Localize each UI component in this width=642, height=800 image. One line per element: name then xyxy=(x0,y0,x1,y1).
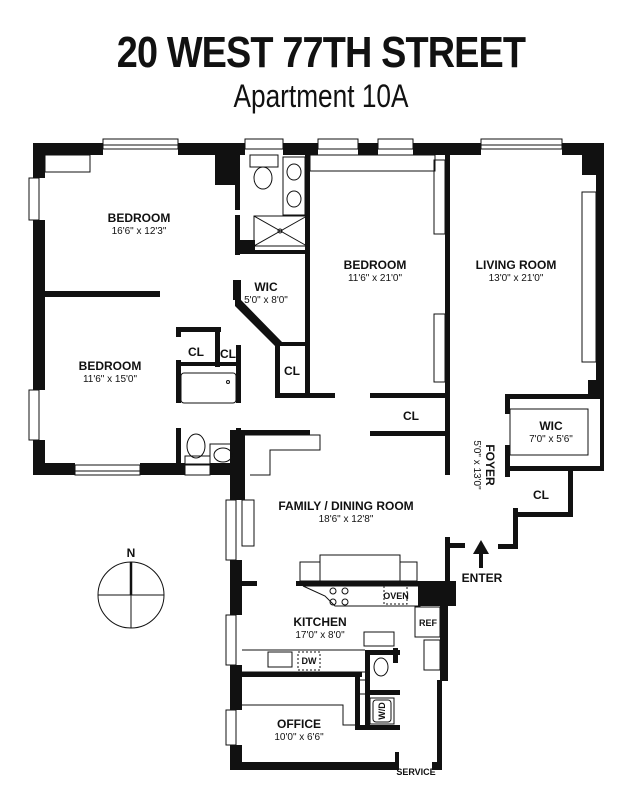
room-dims: 11'6" x 15'0" xyxy=(83,374,138,385)
room-name: BEDROOM xyxy=(108,211,171,225)
north-label: N xyxy=(127,546,136,560)
service-label: SERVICE xyxy=(396,767,435,777)
north-compass: N xyxy=(97,546,165,629)
room-name: OFFICE xyxy=(277,717,321,731)
room-name: LIVING ROOM xyxy=(476,258,557,272)
apartment-unit: Apartment 10A xyxy=(233,78,409,114)
room-dims: 10'0" x 6'6" xyxy=(274,732,324,743)
room-name: WIC xyxy=(539,419,563,433)
entry-arrow-icon xyxy=(473,540,489,568)
walls xyxy=(33,143,604,770)
closet-label: CL xyxy=(188,345,204,359)
room-name: FOYER xyxy=(483,444,497,486)
closet-label: CL xyxy=(533,488,549,502)
room-name: BEDROOM xyxy=(79,359,142,373)
closet-label: CL xyxy=(220,347,236,361)
windows xyxy=(28,138,563,746)
room-dims: 5'0" x 8'0" xyxy=(244,295,288,306)
enter-label: ENTER xyxy=(462,571,503,585)
room-dims: 13'0" x 21'0" xyxy=(489,273,544,284)
room-name: FAMILY / DINING ROOM xyxy=(278,499,413,513)
room-name: BEDROOM xyxy=(344,258,407,272)
room-dims: 16'6" x 12'3" xyxy=(112,226,167,237)
room-name: WIC xyxy=(254,280,278,294)
building-address: 20 WEST 77TH STREET xyxy=(116,28,526,77)
room-dims: 17'0" x 8'0" xyxy=(295,630,345,641)
refrigerator-label: REF xyxy=(419,618,438,628)
washer-dryer-label: W/D xyxy=(377,702,387,720)
room-dims: 5'0" x 13'0" xyxy=(471,440,482,490)
closet-label: CL xyxy=(284,364,300,378)
room-dims: 18'6" x 12'8" xyxy=(319,514,374,525)
fixtures xyxy=(44,154,597,726)
room-dims: 11'6" x 21'0" xyxy=(348,273,403,284)
oven-label: OVEN xyxy=(383,591,409,601)
room-name: KITCHEN xyxy=(293,615,346,629)
room-dims: 7'0" x 5'6" xyxy=(529,434,573,445)
foyer-label: FOYER 5'0" x 13'0" xyxy=(471,440,497,490)
dishwasher-label: DW xyxy=(302,656,317,666)
closet-label: CL xyxy=(403,409,419,423)
